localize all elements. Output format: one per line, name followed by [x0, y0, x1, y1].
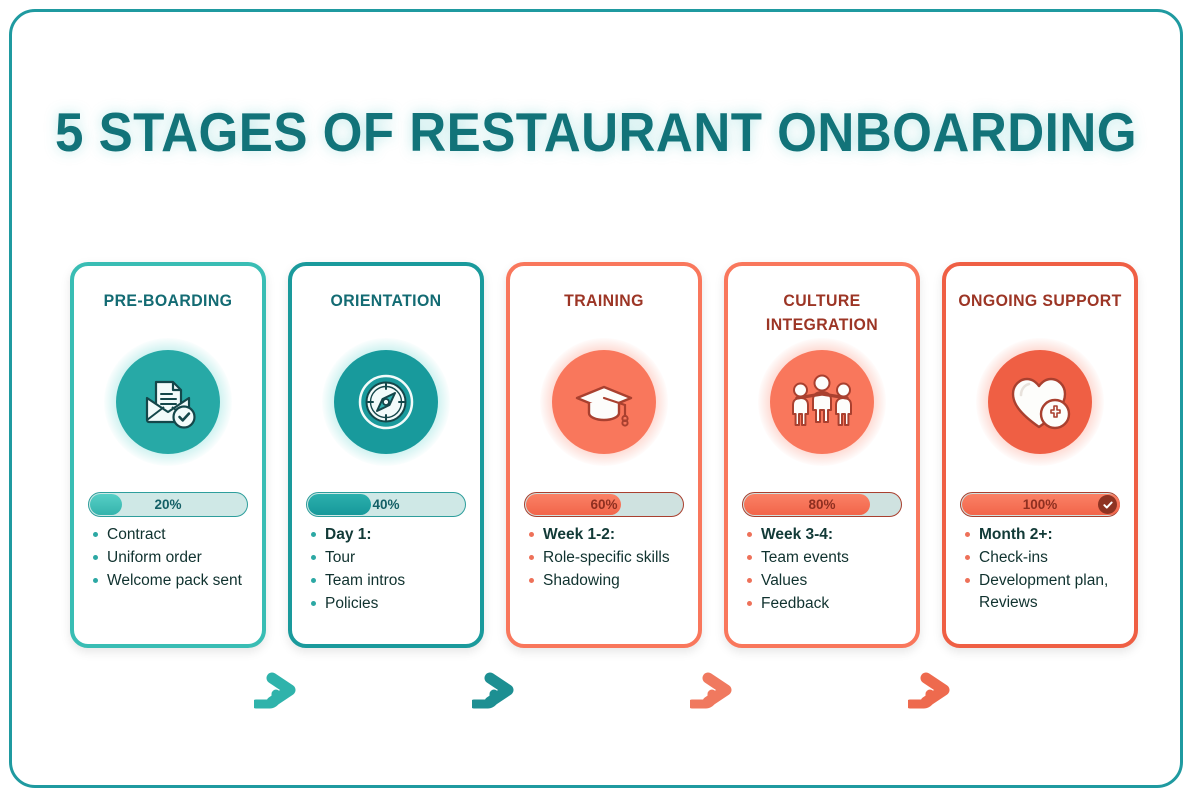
- progress-fill: [308, 494, 372, 515]
- stage-bullet-list: Week 1-2: Role-specific skills Shadowing: [526, 524, 688, 593]
- stage-card-orientation[interactable]: ORIENTATION: [288, 262, 484, 648]
- list-item: Policies: [308, 593, 470, 615]
- stage-icon-wrapper: [758, 338, 886, 466]
- stage-icon-wrapper: [322, 338, 450, 466]
- stage-title: CULTURE INTEGRATION: [765, 292, 879, 334]
- graduation-cap-icon: [552, 350, 656, 454]
- list-item: Check-ins: [962, 547, 1124, 569]
- list-item: Uniform order: [90, 547, 252, 569]
- stage-card-culture-integration[interactable]: CULTURE INTEGRATION: [724, 262, 920, 648]
- list-item: Week 1-2:: [526, 524, 688, 546]
- progress-label: 80%: [808, 497, 836, 512]
- list-item: Team events: [744, 547, 906, 569]
- progress-label: 40%: [372, 497, 400, 512]
- connector-arrow-3: [690, 660, 746, 712]
- connector-arrow-4: [908, 660, 964, 712]
- progress-bar: 80%: [742, 492, 902, 517]
- envelope-document-check-icon: [116, 350, 220, 454]
- stage-card-pre-boarding[interactable]: PRE-BOARDING: [70, 262, 266, 648]
- stage-title: ORIENTATION: [330, 292, 442, 310]
- connector-arrow-2: [472, 660, 528, 712]
- list-item: Feedback: [744, 593, 906, 615]
- stage-bullet-list: Contract Uniform order Welcome pack sent: [90, 524, 252, 593]
- stage-icon-wrapper: [976, 338, 1104, 466]
- list-item: Month 2+:: [962, 524, 1124, 546]
- check-icon: [1098, 495, 1117, 514]
- stage-bullet-list: Month 2+: Check-ins Development plan, Re…: [962, 524, 1124, 615]
- stage-bullet-list: Day 1: Tour Team intros Policies: [308, 524, 470, 616]
- stage-title: ONGOING SUPPORT: [958, 292, 1122, 310]
- list-item: Team intros: [308, 570, 470, 592]
- progress-bar: 100%: [960, 492, 1120, 517]
- heart-plus-icon: [988, 350, 1092, 454]
- progress-label: 60%: [590, 497, 618, 512]
- three-people-team-icon: [770, 350, 874, 454]
- progress-label: 100%: [1022, 497, 1058, 512]
- page-title: 5 STAGES OF RESTAURANT ONBOARDING: [55, 101, 1137, 163]
- stages-row: PRE-BOARDING: [70, 262, 1154, 709]
- progress-fill: [744, 494, 871, 515]
- list-item: Tour: [308, 547, 470, 569]
- progress-bar: 60%: [524, 492, 684, 517]
- stage-card-ongoing-support[interactable]: ONGOING SUPPORT 100%: [942, 262, 1138, 648]
- list-item: Week 3-4:: [744, 524, 906, 546]
- list-item: Day 1:: [308, 524, 470, 546]
- progress-fill: [526, 494, 621, 515]
- progress-label: 20%: [154, 497, 182, 512]
- stage-icon-wrapper: [540, 338, 668, 466]
- compass-icon: [334, 350, 438, 454]
- stage-title: PRE-BOARDING: [103, 292, 233, 310]
- list-item: Shadowing: [526, 570, 688, 592]
- stage-bullet-list: Week 3-4: Team events Values Feedback: [744, 524, 906, 616]
- stage-icon-wrapper: [104, 338, 232, 466]
- progress-bar: 40%: [306, 492, 466, 517]
- progress-fill: [90, 494, 122, 515]
- progress-bar: 20%: [88, 492, 248, 517]
- list-item: Role-specific skills: [526, 547, 688, 569]
- stage-card-training[interactable]: TRAINING 60% Week 1-2:: [506, 262, 702, 648]
- progress-fill: [962, 494, 1120, 515]
- list-item: Welcome pack sent: [90, 570, 252, 592]
- infographic-frame: 5 STAGES OF RESTAURANT ONBOARDING PRE-BO…: [9, 9, 1183, 788]
- list-item: Contract: [90, 524, 252, 546]
- list-item: Development plan, Reviews: [962, 570, 1124, 614]
- connector-arrow-1: [254, 660, 310, 712]
- list-item: Values: [744, 570, 906, 592]
- stage-title: TRAINING: [564, 292, 644, 310]
